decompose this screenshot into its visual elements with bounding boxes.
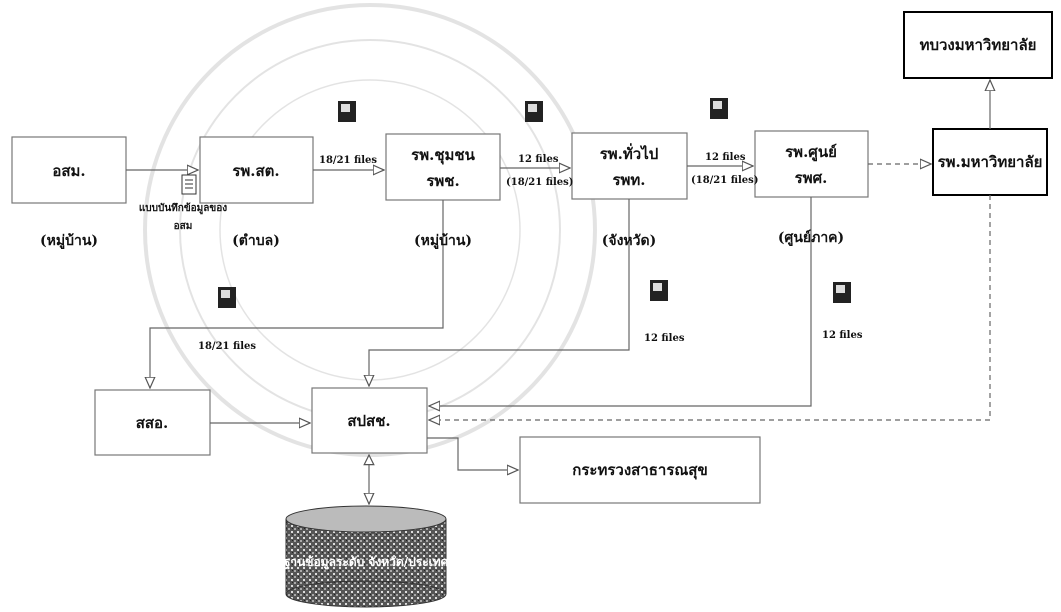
- flow-label: (18/21 files): [506, 177, 574, 188]
- caption-osm-form-2: อสม: [174, 221, 193, 232]
- community-hospital-box: [385, 133, 501, 201]
- database-label: ฐานข้อมูลระดับ จังหวัด/ประเทศ: [284, 555, 449, 570]
- arrow-general-provincial: [369, 199, 630, 386]
- flow-label: 12 files: [644, 333, 685, 344]
- floppy-disk-icon: [338, 101, 356, 122]
- flow-label: 18/21 files: [319, 155, 377, 166]
- caption-village: (หมู่บ้าน): [40, 233, 98, 249]
- general-hospital-abbr: รพท.: [612, 171, 645, 189]
- center-hospital-box: [754, 130, 869, 198]
- ministry-health-box: [519, 436, 761, 504]
- caption-province: (จังหวัด): [602, 233, 656, 249]
- center-hospital-abbr: รพศ.: [795, 169, 828, 187]
- floppy-disk-icon: [710, 98, 728, 119]
- center-hospital-label: รพ.ศูนย์: [785, 143, 837, 162]
- general-hospital-box: [571, 132, 688, 200]
- document-icon: [181, 174, 197, 195]
- university-hospital-label: รพ.มหาวิทยาลัย: [938, 153, 1043, 171]
- community-hospital-abbr: รพช.: [426, 172, 459, 190]
- caption-osm-form: แบบบันทึกข้อมูลของ: [139, 202, 227, 215]
- community-hospital-label: รพ.ชุมชน: [411, 146, 475, 165]
- floppy-disk-icon: [833, 282, 851, 303]
- arrow-community-district: [150, 200, 444, 388]
- floppy-disk-icon: [525, 101, 543, 122]
- osm-box: [11, 136, 127, 204]
- flow-label: 12 files: [705, 152, 746, 163]
- arrow-provincial-ministry: [427, 437, 518, 470]
- arrow-center-provincial: [429, 197, 812, 406]
- flow-label: (18/21 files): [691, 175, 759, 186]
- rpsot-box: [199, 136, 314, 204]
- general-hospital-label: รพ.ทั่วไป: [600, 143, 659, 163]
- flow-label: 18/21 files: [198, 341, 256, 352]
- osm-label: อสม.: [52, 162, 85, 180]
- district-office-box: [94, 389, 211, 456]
- caption-subdistrict: (ตำบล): [232, 233, 280, 249]
- caption-region: (ศูนย์ภาค): [778, 229, 844, 246]
- provincial-office-box: [311, 387, 428, 454]
- floppy-disk-icon: [650, 280, 668, 301]
- flow-label: 12 files: [518, 154, 559, 165]
- rpsot-label: รพ.สต.: [232, 162, 279, 180]
- district-office-label: สสอ.: [136, 414, 169, 432]
- ministry-university-box: [903, 11, 1053, 79]
- caption-village-2: (หมู่บ้าน): [414, 233, 472, 249]
- floppy-disk-icon: [218, 287, 236, 308]
- ministry-health-label: กระทรวงสาธารณสุข: [572, 461, 707, 480]
- ministry-university-label: ทบวงมหาวิทยาลัย: [920, 36, 1037, 54]
- arrow-university-provincial: [429, 195, 991, 420]
- provincial-office-label: สปสช.: [347, 412, 390, 430]
- database-cylinder: ฐานข้อมูลระดับ จังหวัด/ประเทศ: [284, 505, 449, 608]
- flow-label: 12 files: [822, 330, 863, 341]
